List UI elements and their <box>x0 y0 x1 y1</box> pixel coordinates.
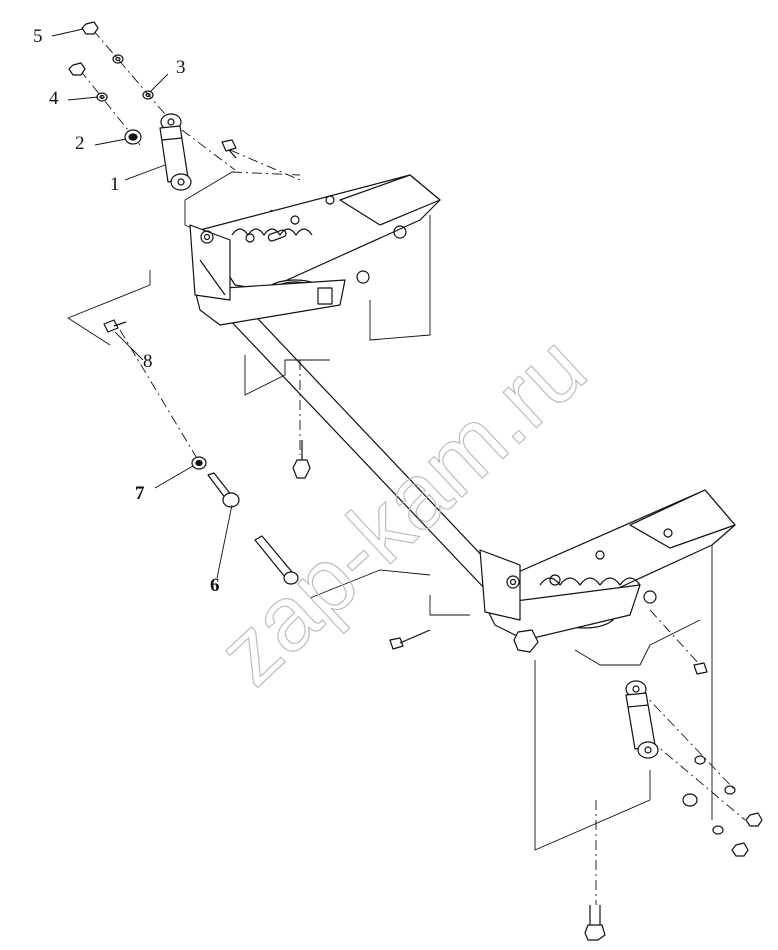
callout-2: 2 <box>75 133 85 154</box>
upper-bracket-assembly <box>189 174 441 326</box>
callout-5: 5 <box>33 26 43 47</box>
callout-3: 3 <box>176 57 186 78</box>
callout-7: 7 <box>135 483 145 504</box>
loose-fasteners <box>103 319 708 941</box>
upper-hardware <box>68 21 237 159</box>
upper-shock-absorber <box>159 113 192 191</box>
lower-bracket-assembly <box>479 489 736 653</box>
callout-8: 8 <box>143 351 153 372</box>
callout-6: 6 <box>210 575 220 596</box>
callout-leaders <box>51 28 233 579</box>
callout-4: 4 <box>49 88 59 109</box>
callout-1: 1 <box>110 174 120 195</box>
lower-shock-absorber <box>625 680 763 857</box>
